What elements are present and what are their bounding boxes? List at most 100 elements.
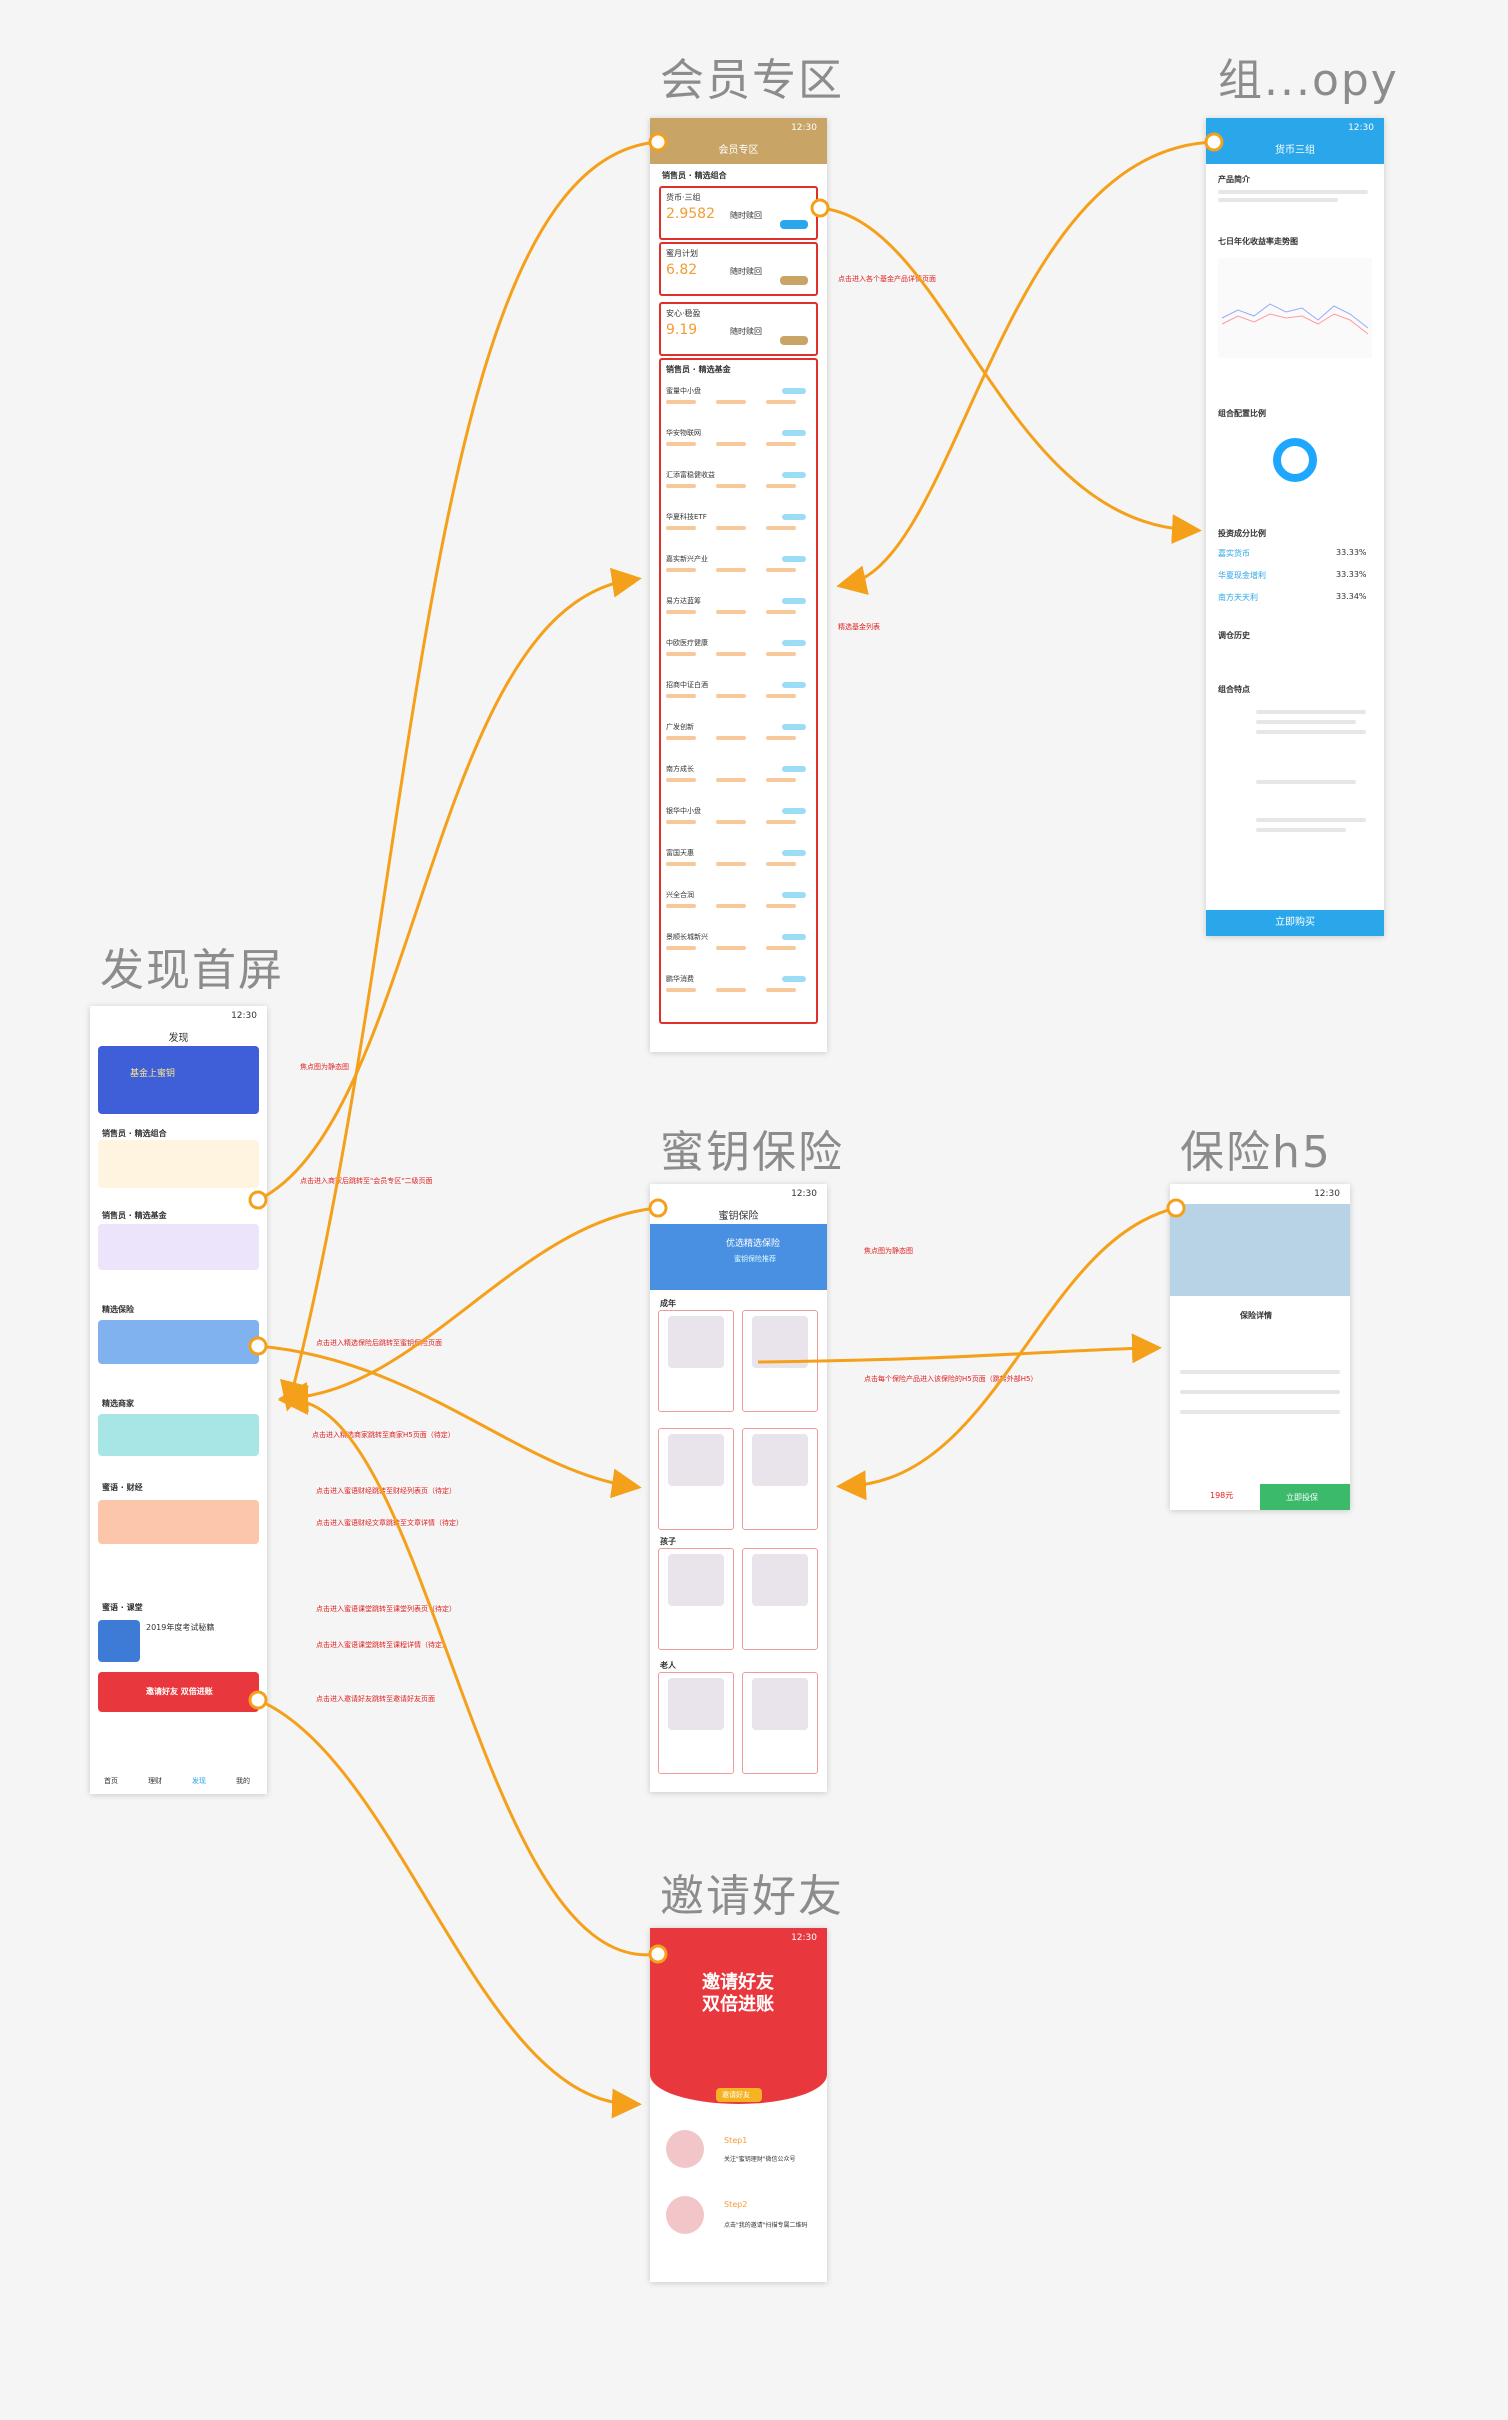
- insurance-product-card[interactable]: [742, 1548, 818, 1650]
- status-bar: 12:30: [1170, 1184, 1350, 1204]
- fund-row-name[interactable]: 招商中证白酒: [666, 681, 708, 689]
- allocation-donut: [1273, 438, 1317, 482]
- insurance-group-title: 孩子: [660, 1537, 676, 1546]
- fund-row-name[interactable]: 南方成长: [666, 765, 694, 773]
- section-title: 精选保险: [102, 1305, 134, 1314]
- allocation-title: 组合配置比例: [1218, 409, 1266, 418]
- finance-article-banner[interactable]: [98, 1500, 259, 1544]
- h5-row: [1180, 1370, 1340, 1374]
- portfolio-buy-button[interactable]: [780, 220, 808, 229]
- course-thumbnail[interactable]: [98, 1620, 140, 1662]
- fund-row-name[interactable]: 华安物联网: [666, 429, 701, 437]
- insurance-entry-banner[interactable]: [98, 1320, 259, 1364]
- portfolio-card-3[interactable]: [659, 302, 818, 356]
- portfolio-card-2[interactable]: [659, 242, 818, 296]
- tab-home[interactable]: 首页: [104, 1777, 118, 1785]
- insurance-group-title: 成年: [660, 1299, 676, 1308]
- insurance-product-card[interactable]: [658, 1310, 734, 1412]
- annotation-discover: 点击进入精选商家跳转至商家H5页面（待定）: [312, 1431, 455, 1439]
- fund-row-tag: [782, 724, 806, 730]
- feature-text-line: [1256, 730, 1366, 734]
- fund-row-metric: [766, 778, 796, 782]
- fund-row-name[interactable]: 蜜量中小盘: [666, 387, 701, 395]
- fund-row-name[interactable]: 嘉实新兴产业: [666, 555, 708, 563]
- fund-row-metric: [716, 568, 746, 572]
- ratio-row-name: 嘉实货币: [1218, 549, 1250, 558]
- fund-row-tag: [782, 808, 806, 814]
- insurance-product-card[interactable]: [658, 1672, 734, 1774]
- annotation-discover: 点击进入商家后跳转至"会员专区"二级页面: [300, 1177, 433, 1185]
- insurance-banner[interactable]: [650, 1224, 827, 1290]
- fund-row-name[interactable]: 中欧医疗健康: [666, 639, 708, 647]
- merchant-entry-banner[interactable]: [98, 1414, 259, 1456]
- h5-insure-button[interactable]: [1260, 1484, 1350, 1510]
- insurance-banner-title: 优选精选保险: [726, 1239, 781, 1249]
- fund-row-tag: [782, 892, 806, 898]
- member-section-title: 销售员 · 精选组合: [662, 171, 727, 180]
- detail-header: 货币三组: [1206, 138, 1384, 164]
- invite-entry-banner[interactable]: [98, 1672, 259, 1712]
- step2-label: Step2: [724, 2200, 748, 2209]
- fund-row-metric: [766, 736, 796, 740]
- feature-title: 组合特点: [1218, 685, 1250, 694]
- yield-line-a: [1221, 303, 1369, 329]
- fund-row-name[interactable]: 华夏科技ETF: [666, 513, 707, 521]
- status-bar: 12:30: [791, 1933, 817, 1943]
- yield-chart: [1218, 258, 1372, 358]
- fund-entry-card[interactable]: [98, 1224, 259, 1270]
- fund-row-name[interactable]: 富国天惠: [666, 849, 694, 857]
- discover-banner-text: 基金上蜜钥: [130, 1069, 176, 1079]
- flow-origin-dot: [1166, 1198, 1186, 1218]
- fund-row-metric: [716, 904, 746, 908]
- annotation-insurance-banner: 焦点图为静态图: [864, 1247, 913, 1255]
- annotation-member-cards: 点击进入各个基金产品详情页面: [838, 275, 936, 283]
- portfolio-buy-button[interactable]: [780, 336, 808, 345]
- fund-list-box: [659, 358, 818, 1024]
- insurance-product-card[interactable]: [658, 1548, 734, 1650]
- portfolio-card-value: 2.9582: [666, 206, 715, 222]
- tab-mine[interactable]: 我的: [236, 1777, 250, 1785]
- flow-discover-to-member: [257, 567, 642, 1202]
- history-title: 调仓历史: [1218, 631, 1250, 640]
- h5-row: [1180, 1410, 1340, 1414]
- step2-qr: [666, 2196, 704, 2234]
- fund-row-name[interactable]: 兴全合润: [666, 891, 694, 899]
- fund-row-name[interactable]: 汇添富稳健收益: [666, 471, 715, 479]
- fund-row-metric: [766, 610, 796, 614]
- fund-row-name[interactable]: 鹏华消费: [666, 975, 694, 983]
- fund-row-name[interactable]: 景顺长城新兴: [666, 933, 708, 941]
- fund-row-metric: [666, 484, 696, 488]
- portfolio-entry-card[interactable]: [98, 1140, 259, 1188]
- fund-row-metric: [716, 946, 746, 950]
- tab-finance[interactable]: 理财: [148, 1777, 162, 1785]
- fund-row-metric: [716, 400, 746, 404]
- feature-text-line: [1256, 828, 1346, 832]
- fund-row-metric: [766, 694, 796, 698]
- fund-row-metric: [666, 400, 696, 404]
- discover-banner[interactable]: [98, 1046, 259, 1114]
- feature-text-line: [1256, 710, 1366, 714]
- portfolio-card-tag: 随时赎回: [730, 211, 762, 220]
- fund-row-name[interactable]: 银华中小盘: [666, 807, 701, 815]
- fund-row-name[interactable]: 易方达蓝筹: [666, 597, 701, 605]
- step1-text: 关注"蜜钥理财"微信公众号: [724, 2156, 796, 2163]
- invite-title-2: 双倍进账: [702, 1994, 774, 2015]
- invite-pill[interactable]: [716, 2088, 762, 2102]
- insurance-product-card[interactable]: [742, 1672, 818, 1774]
- insurance-product-card[interactable]: [742, 1428, 818, 1530]
- tab-discover[interactable]: 发现: [192, 1777, 206, 1785]
- insurance-product-photo: [668, 1316, 724, 1368]
- portfolio-card-name: 货币·三组: [666, 193, 701, 202]
- buy-now-button[interactable]: 立即购买: [1206, 910, 1384, 936]
- fund-row-metric: [716, 736, 746, 740]
- portfolio-buy-button[interactable]: [780, 276, 808, 285]
- fund-row-name[interactable]: 广发创新: [666, 723, 694, 731]
- fund-row-metric: [716, 988, 746, 992]
- fund-row-metric: [666, 652, 696, 656]
- insurance-product-card[interactable]: [658, 1428, 734, 1530]
- fund-row-metric: [716, 652, 746, 656]
- fund-row-metric: [766, 652, 796, 656]
- step1-label: Step1: [724, 2136, 748, 2145]
- flow-discover-to-invite: [257, 1698, 642, 2119]
- intro-title: 产品简介: [1218, 175, 1250, 184]
